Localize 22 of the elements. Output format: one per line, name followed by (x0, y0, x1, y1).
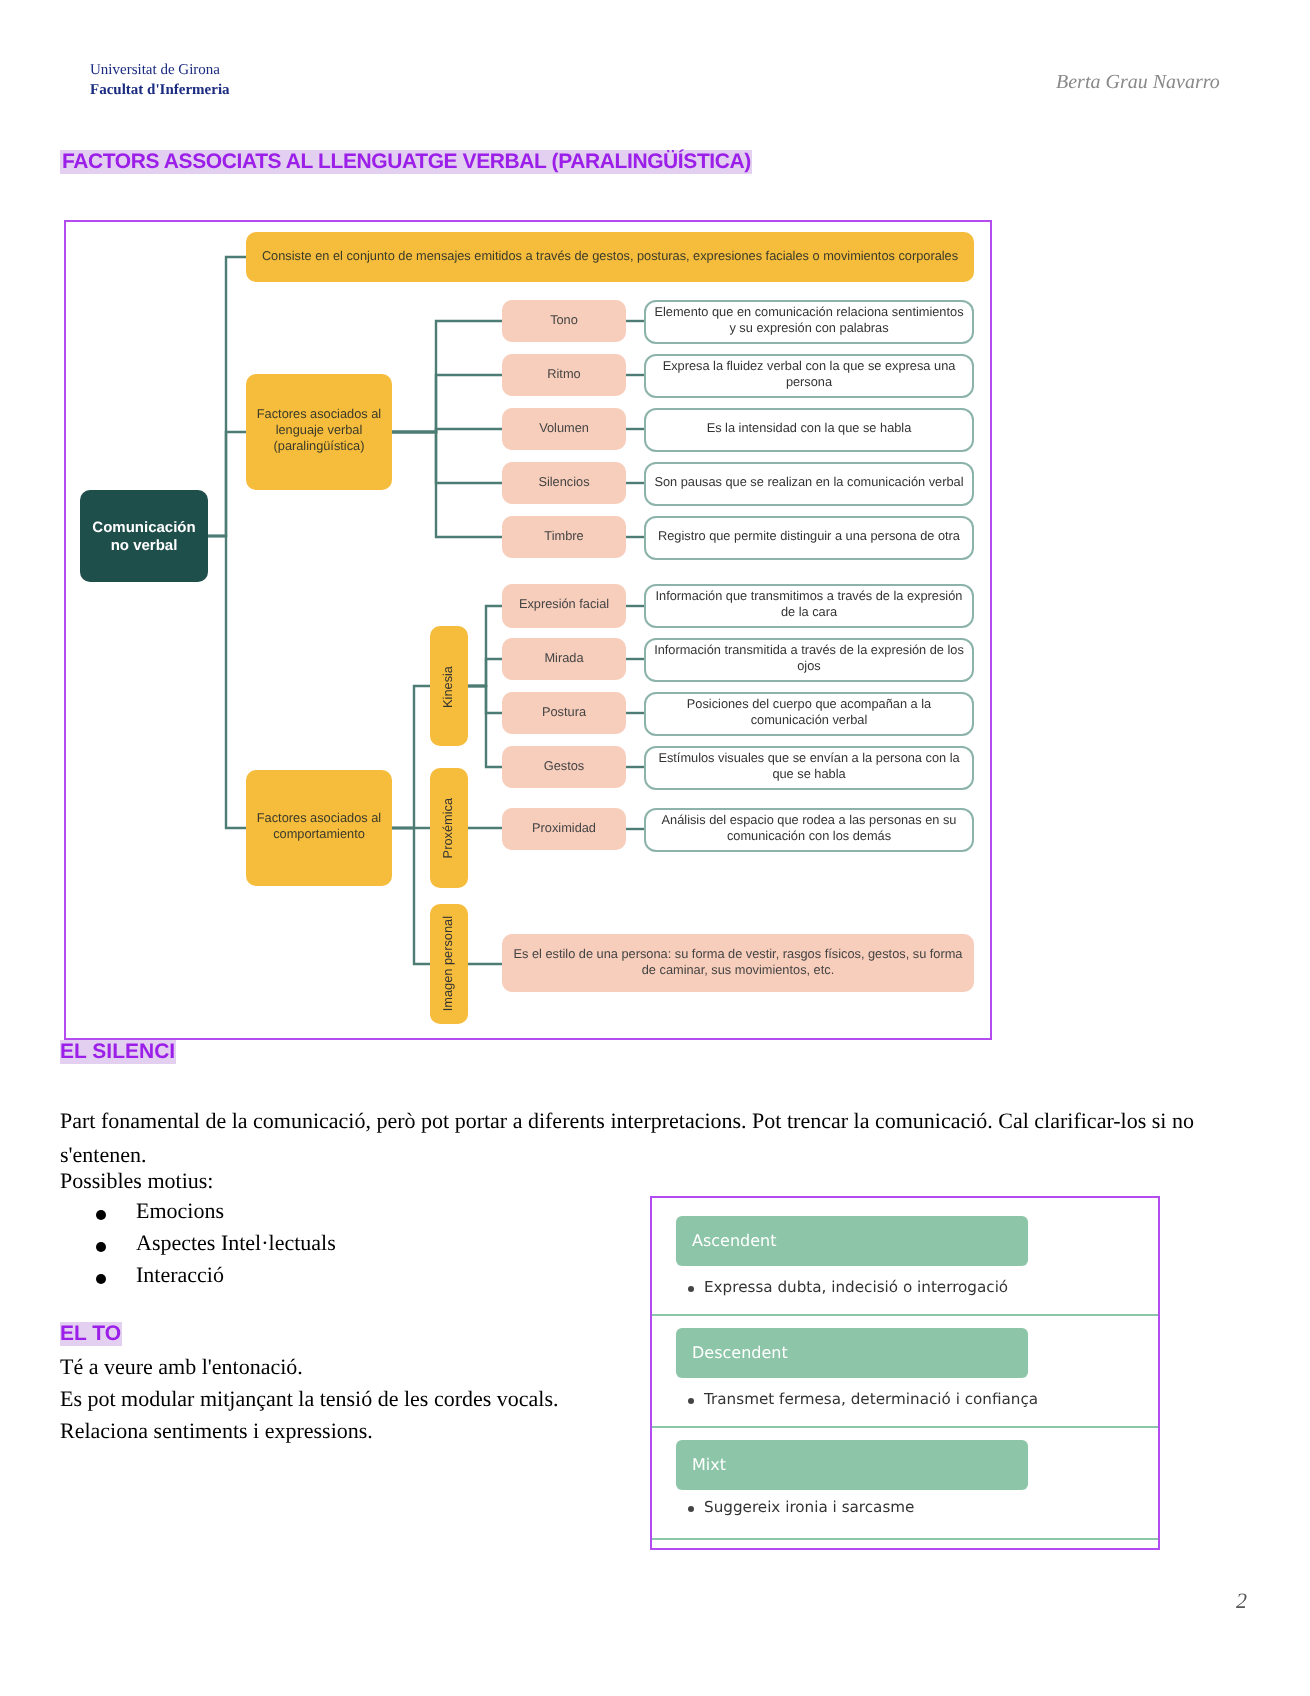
body-text: Relaciona sentiments i expressions. (60, 1420, 373, 1444)
list-item: Interacció (136, 1264, 224, 1288)
connector-line (392, 826, 430, 966)
section-heading: EL SILENCI (60, 1040, 176, 1064)
list-item: Aspectes Intel·lectuals (136, 1232, 336, 1256)
connector-line (208, 534, 246, 830)
connector-line (468, 826, 502, 830)
list-item: Emocions (136, 1200, 224, 1224)
body-text: Té a veure amb l'entonació. (60, 1356, 303, 1380)
body-text: Possibles motius: (60, 1170, 214, 1194)
section-heading: EL TO (60, 1322, 122, 1346)
connector-line (392, 430, 502, 539)
body-text: Es pot modular mitjançant la tensió de les cordes vocals. (60, 1388, 559, 1412)
author-name: Berta Grau Navarro (1056, 72, 1220, 94)
connector-line (468, 962, 502, 966)
connector-line (468, 684, 502, 769)
paragraph: Part fonamental de la comunicació, però pot portar a diferents interpretacions. Pot trencar la comunicació. Cal clarificar-los si no s'entenen. (60, 1108, 1196, 1172)
tone-header-bar: Mixt (676, 1440, 1028, 1490)
tone-header-bar: Descendent (676, 1328, 1028, 1378)
page-number: 2 (1236, 1590, 1247, 1614)
page-title: FACTORS ASSOCIATS AL LLENGUATGE VERBAL (PARALINGÜÍSTICA) (60, 150, 753, 174)
tone-header-bar: Ascendent (676, 1216, 1028, 1266)
